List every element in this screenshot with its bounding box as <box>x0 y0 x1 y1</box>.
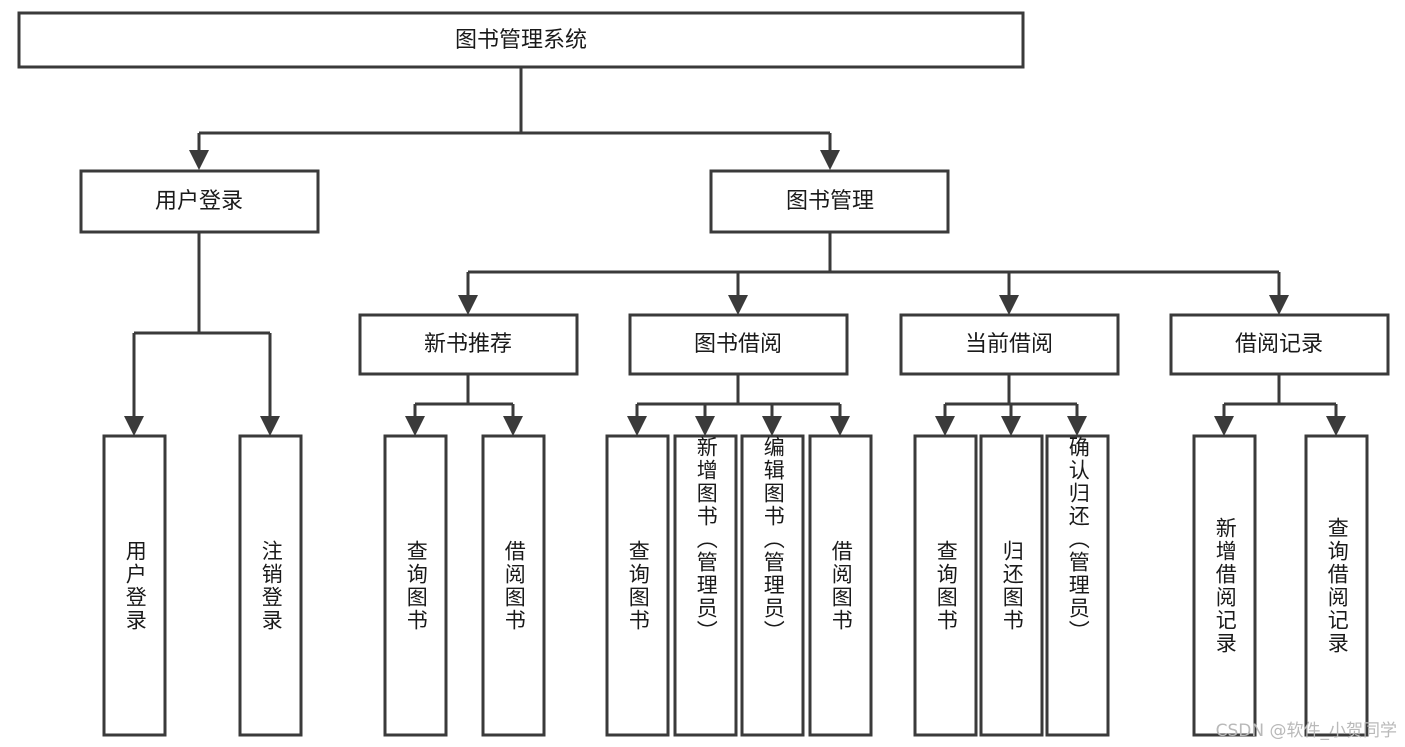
node-leaf4[interactable] <box>481 434 546 737</box>
node-leaf9[interactable] <box>913 434 978 737</box>
node-leaf2-box[interactable] <box>238 434 303 737</box>
node-leaf12[interactable] <box>1192 434 1257 737</box>
arrow-to-leaf5 <box>627 416 647 436</box>
arrow-to-current <box>999 295 1019 315</box>
arrow-to-leaf10 <box>1001 416 1021 436</box>
node-current-label: 当前借阅 <box>965 332 1053 357</box>
arrow-to-records <box>1269 295 1289 315</box>
arrow-to-leaf13 <box>1326 416 1346 436</box>
arrow-to-leaf9 <box>935 416 955 436</box>
node-newrec[interactable]: 新书推荐 <box>358 313 579 376</box>
node-leaf10[interactable] <box>979 434 1044 737</box>
node-leaf7-box[interactable] <box>740 434 805 737</box>
arrow-to-borrow <box>728 295 748 315</box>
arrow-to-bookmgmt <box>820 150 840 170</box>
node-leaf5[interactable] <box>605 434 670 737</box>
node-current-box[interactable] <box>899 313 1120 376</box>
arrow-to-leaf11 <box>1067 416 1087 436</box>
arrow-to-leaf2 <box>260 416 280 436</box>
node-bookmgmt[interactable]: 图书管理 <box>709 169 950 234</box>
arrow-to-login <box>189 150 209 170</box>
node-leaf12-box[interactable] <box>1192 434 1257 737</box>
node-root-label: 图书管理系统 <box>455 28 587 53</box>
arrow-to-leaf6 <box>695 416 715 436</box>
arrow-to-leaf1 <box>124 416 144 436</box>
node-borrow-label: 图书借阅 <box>694 332 782 357</box>
arrow-to-newrec <box>458 295 478 315</box>
arrow-to-leaf8 <box>830 416 850 436</box>
node-leaf7[interactable] <box>740 434 805 737</box>
node-leaf3-box[interactable] <box>383 434 448 737</box>
node-leaf6-box[interactable] <box>673 434 738 737</box>
node-current[interactable]: 当前借阅 <box>899 313 1120 376</box>
node-newrec-label: 新书推荐 <box>424 332 512 357</box>
node-root-box[interactable] <box>17 11 1025 69</box>
node-leaf1-box[interactable] <box>102 434 167 737</box>
node-records-box[interactable] <box>1169 313 1390 376</box>
node-root[interactable]: 图书管理系统 <box>17 11 1025 69</box>
node-leaf2[interactable] <box>238 434 303 737</box>
node-login-box[interactable] <box>79 169 320 234</box>
node-records-label: 借阅记录 <box>1235 332 1323 357</box>
node-login-label: 用户登录 <box>155 189 243 214</box>
node-leaf13-box[interactable] <box>1304 434 1369 737</box>
node-borrow[interactable]: 图书借阅 <box>628 313 849 376</box>
node-leaf10-box[interactable] <box>979 434 1044 737</box>
node-login[interactable]: 用户登录 <box>79 169 320 234</box>
node-leaf11[interactable] <box>1045 434 1110 737</box>
node-leaf9-box[interactable] <box>913 434 978 737</box>
watermark-text: CSDN @软件_小贺同学 <box>1215 721 1397 741</box>
node-newrec-box[interactable] <box>358 313 579 376</box>
arrow-to-leaf12 <box>1214 416 1234 436</box>
node-leaf11-box[interactable] <box>1045 434 1110 737</box>
node-leaf6[interactable] <box>673 434 738 737</box>
connectors-layer <box>124 67 1346 436</box>
node-bookmgmt-box[interactable] <box>709 169 950 234</box>
node-bookmgmt-label: 图书管理 <box>786 189 874 214</box>
node-records[interactable]: 借阅记录 <box>1169 313 1390 376</box>
node-leaf8-box[interactable] <box>808 434 873 737</box>
node-leaf5-box[interactable] <box>605 434 670 737</box>
node-leaf4-box[interactable] <box>481 434 546 737</box>
arrow-to-leaf7 <box>762 416 782 436</box>
node-leaf8[interactable] <box>808 434 873 737</box>
node-leaf3[interactable] <box>383 434 448 737</box>
node-borrow-box[interactable] <box>628 313 849 376</box>
arrow-to-leaf3 <box>405 416 425 436</box>
node-leaf13[interactable] <box>1304 434 1369 737</box>
arrow-to-leaf4 <box>503 416 523 436</box>
node-leaf1[interactable] <box>102 434 167 737</box>
